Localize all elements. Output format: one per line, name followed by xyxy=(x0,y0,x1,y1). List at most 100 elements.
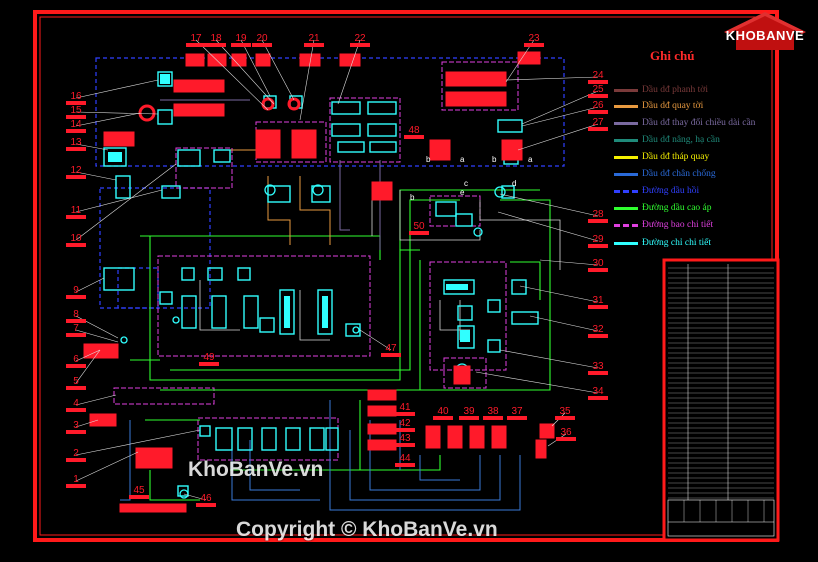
leader-line xyxy=(75,419,99,428)
callout-number: 17 xyxy=(190,33,202,44)
actuator-symbol xyxy=(255,129,281,159)
callout-number: 30 xyxy=(592,258,604,269)
leader-line xyxy=(337,39,361,105)
leader-line xyxy=(75,277,105,293)
callout-number: 47 xyxy=(385,343,397,354)
callout-bar xyxy=(459,416,479,420)
callout-number: 16 xyxy=(70,91,82,102)
valve-symbol xyxy=(199,425,211,437)
callout-bar xyxy=(483,416,503,420)
logo-text: KHOBANVE xyxy=(725,28,805,43)
actuator-symbol xyxy=(371,181,393,201)
actuator-symbol xyxy=(103,131,135,147)
legend-swatch xyxy=(614,206,638,210)
valve-symbol xyxy=(177,149,201,167)
valve-symbol xyxy=(487,299,501,313)
callout-bar xyxy=(252,43,272,47)
callout-bar xyxy=(588,268,608,272)
callout-bar xyxy=(556,437,576,441)
callout-bar xyxy=(66,319,86,323)
callout-number: 19 xyxy=(235,33,247,44)
leader-line xyxy=(75,329,119,343)
valve-symbol xyxy=(337,141,365,153)
actuator-symbol xyxy=(367,423,397,435)
leader-line xyxy=(505,76,599,81)
legend-label: Dầu dđ nâng, hạ cần xyxy=(642,135,720,145)
callout-number: 22 xyxy=(354,33,366,44)
callout-number: 14 xyxy=(70,119,82,130)
legend-label: Đường bao chi tiết xyxy=(642,220,714,230)
component-outline xyxy=(429,261,507,371)
actuator-symbol xyxy=(447,425,463,449)
callout-bar xyxy=(395,428,415,432)
pump-symbol xyxy=(473,227,483,237)
callout-number: 23 xyxy=(528,33,540,44)
callout-bar xyxy=(588,80,608,84)
leader-line xyxy=(75,429,201,456)
diagram-body xyxy=(83,51,565,513)
callout-number: 27 xyxy=(592,117,604,128)
actuator-symbol xyxy=(469,425,485,449)
callout-number: 49 xyxy=(203,352,215,363)
callout-number: 24 xyxy=(592,70,604,81)
valve-symbol xyxy=(157,71,173,87)
actuator-symbol xyxy=(539,423,555,439)
leader-line xyxy=(75,349,101,384)
valve-symbol xyxy=(207,267,223,281)
callout-bar xyxy=(381,353,401,357)
callout-bar xyxy=(588,94,608,98)
valve-symbol xyxy=(455,213,473,227)
valve-symbol xyxy=(267,185,291,203)
valve-symbol xyxy=(263,95,277,109)
pump-symbol xyxy=(172,316,180,324)
callout-bar xyxy=(66,458,86,462)
legend-swatch xyxy=(614,189,638,193)
legend-swatch xyxy=(614,138,638,142)
actuator-symbol xyxy=(299,53,321,67)
pump-symbol xyxy=(494,186,506,198)
leader-line xyxy=(240,39,271,97)
callout-number: 2 xyxy=(73,448,79,459)
leader-line xyxy=(75,112,141,127)
callout-bar xyxy=(588,244,608,248)
callout-number: 29 xyxy=(592,234,604,245)
callout-number: 25 xyxy=(592,84,604,95)
callout-number: 35 xyxy=(559,406,571,417)
valve-symbol xyxy=(443,279,475,295)
callout-number: 4 xyxy=(73,398,79,409)
callout-bar xyxy=(404,135,424,139)
actuator-symbol xyxy=(535,439,547,459)
callout-number: 38 xyxy=(487,406,499,417)
callout-number: 36 xyxy=(560,427,572,438)
legend-item: Dầu dđ phanh tời xyxy=(614,83,708,97)
legend-item: Đường dầu hồi xyxy=(614,184,699,198)
valve-symbol xyxy=(181,267,195,281)
callout-number: 48 xyxy=(408,125,420,136)
callout-number: 45 xyxy=(133,485,145,496)
winch-line xyxy=(299,176,331,245)
callout-bar xyxy=(304,43,324,47)
legend-swatch xyxy=(614,88,638,92)
callout-bar xyxy=(395,463,415,467)
callout-bar xyxy=(588,305,608,309)
title-block-cell xyxy=(667,499,775,537)
valve-symbol xyxy=(103,147,127,167)
callout-number: 9 xyxy=(73,285,79,296)
connector-line xyxy=(199,280,240,331)
legend-item: Dầu dđ tháp quay xyxy=(614,150,709,164)
callout-number: 40 xyxy=(437,406,449,417)
leader-line xyxy=(539,259,599,266)
valve-symbol xyxy=(309,427,325,451)
callout-number: 5 xyxy=(73,376,79,387)
callout-bar xyxy=(66,101,86,105)
return-line-envelope xyxy=(117,267,159,309)
callout-number: 3 xyxy=(73,420,79,431)
leader-line xyxy=(75,111,159,115)
callout-number: 26 xyxy=(592,100,604,111)
actuator-symbol xyxy=(517,51,541,65)
legend-label: Dầu dđ thay đổi chiều dài cần xyxy=(642,118,756,128)
valve-symbol xyxy=(159,291,173,305)
callout-bar xyxy=(555,416,575,420)
actuator-symbol xyxy=(339,53,361,67)
leader-line xyxy=(75,451,139,482)
